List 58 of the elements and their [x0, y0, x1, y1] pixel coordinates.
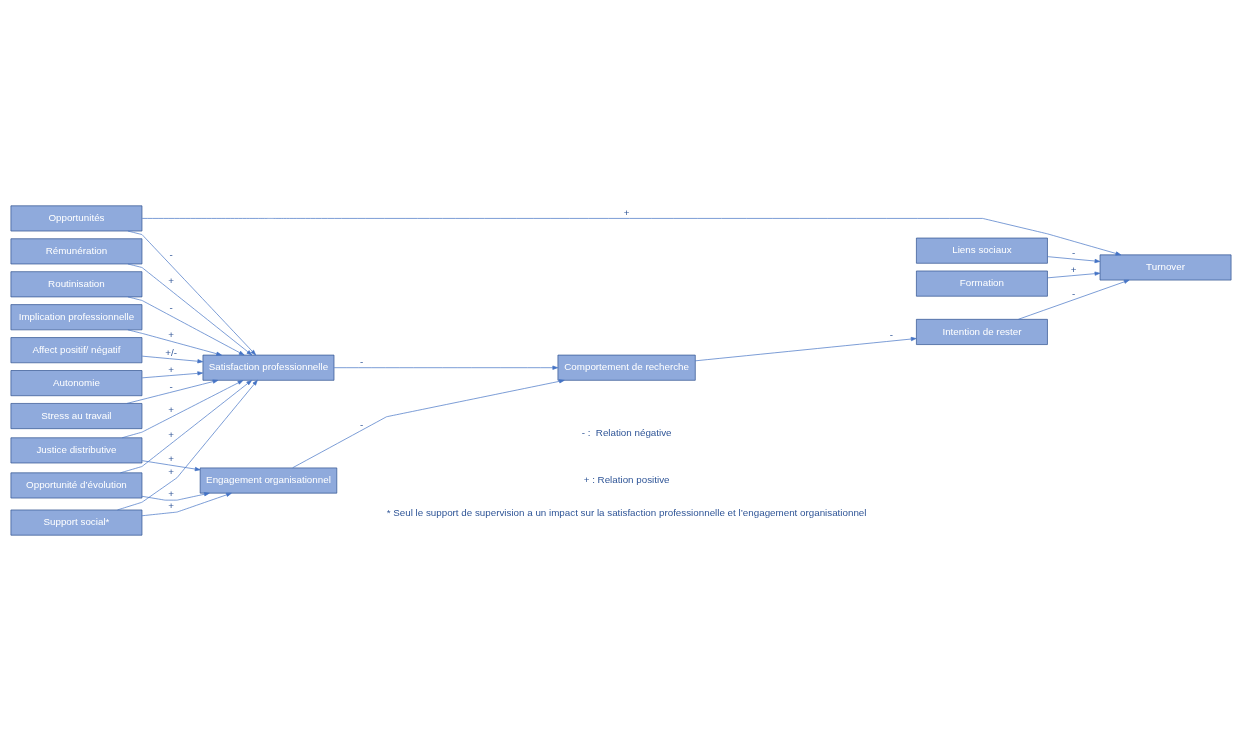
node-box: Autonomie — [10, 369, 143, 396]
edge-label: - — [889, 328, 894, 340]
node-box: Affect positif/ négatif — [10, 336, 143, 363]
edge-label: + — [623, 206, 630, 218]
edge-label: + — [168, 403, 174, 415]
edge-label: + — [168, 499, 174, 511]
node-box: Turnover — [1099, 254, 1232, 280]
arrow — [1047, 271, 1101, 278]
edge-label: +/- — [165, 346, 177, 358]
edge-label: - — [1072, 246, 1076, 258]
arrow — [117, 379, 258, 510]
arrow — [141, 370, 204, 378]
arrow — [333, 365, 559, 370]
arrow — [141, 355, 204, 363]
edge-label: - — [169, 301, 173, 313]
node-box: Intention de rester — [916, 318, 1048, 345]
label: - : Relation négative — [581, 426, 672, 438]
edge-label: + — [1070, 263, 1077, 275]
label: + : Relation positive — [583, 473, 670, 485]
edge-label: + — [168, 363, 174, 375]
node-box: Liens sociaux — [916, 237, 1048, 264]
arrow — [126, 379, 219, 404]
edge-label: + — [168, 452, 174, 464]
node-box: Implication professionnelle — [10, 303, 143, 330]
arrow — [127, 296, 245, 355]
edge-label: - — [360, 418, 364, 430]
arrow — [695, 336, 917, 361]
arrow — [1018, 279, 1130, 320]
node-box: Justice distributive — [10, 436, 143, 463]
edge-label: + — [168, 274, 174, 286]
arrow — [141, 459, 201, 471]
edge-label: - — [169, 380, 173, 392]
edge-label: - — [169, 248, 173, 260]
node-box: Support social* — [10, 509, 143, 536]
edge-label: - — [1072, 287, 1076, 299]
node-box: Opportunité d’évolution — [10, 471, 143, 498]
node-box: Formation — [916, 270, 1048, 297]
arrow — [127, 230, 257, 355]
arrow — [127, 329, 222, 356]
arrow — [141, 491, 210, 500]
edge-label: + — [168, 487, 174, 499]
label: * Seul le support de supervision a un impact sur la satisfaction professionnelle et l’engagement organisationnel — [386, 506, 867, 518]
edge-label: + — [168, 328, 174, 340]
arrow — [127, 263, 253, 355]
node-box: Engagement organisationnel — [199, 467, 338, 493]
arrow — [141, 492, 232, 516]
edge-label: + — [168, 465, 174, 477]
arrow — [120, 379, 252, 473]
edge-label: - — [360, 355, 364, 367]
arrow — [292, 378, 565, 468]
node-box: Opportunités — [10, 204, 143, 231]
edge-label: + — [168, 428, 174, 440]
node-box: Satisfaction professionnelle — [202, 354, 335, 381]
node-box: Stress au travail — [10, 402, 143, 429]
arrow — [1047, 255, 1101, 263]
node-box: Rémunération — [10, 237, 143, 264]
arrow — [141, 217, 1122, 255]
node-box: Routinisation — [10, 270, 143, 297]
